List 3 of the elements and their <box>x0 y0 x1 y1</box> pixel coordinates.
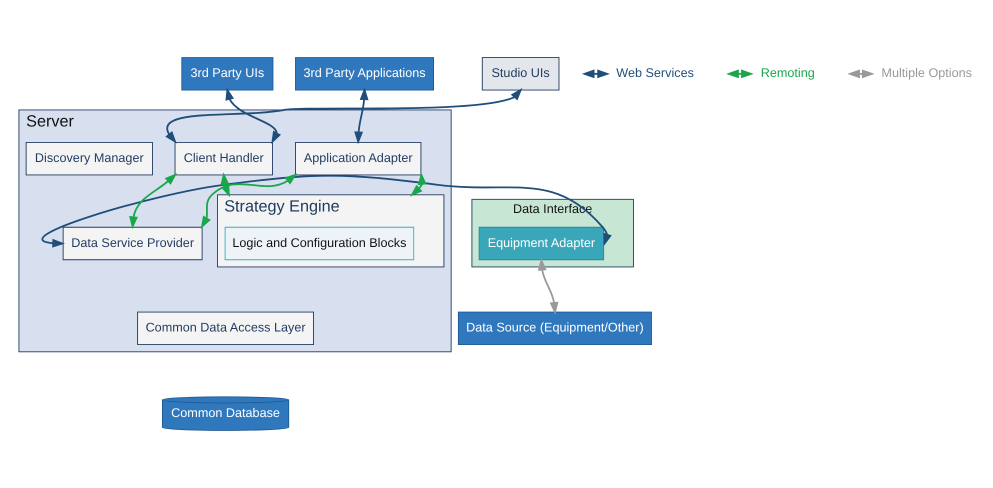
legend-label: Remoting <box>760 66 815 80</box>
legend-label: Multiple Options <box>881 66 972 80</box>
legend-label: Web Services <box>616 66 694 80</box>
